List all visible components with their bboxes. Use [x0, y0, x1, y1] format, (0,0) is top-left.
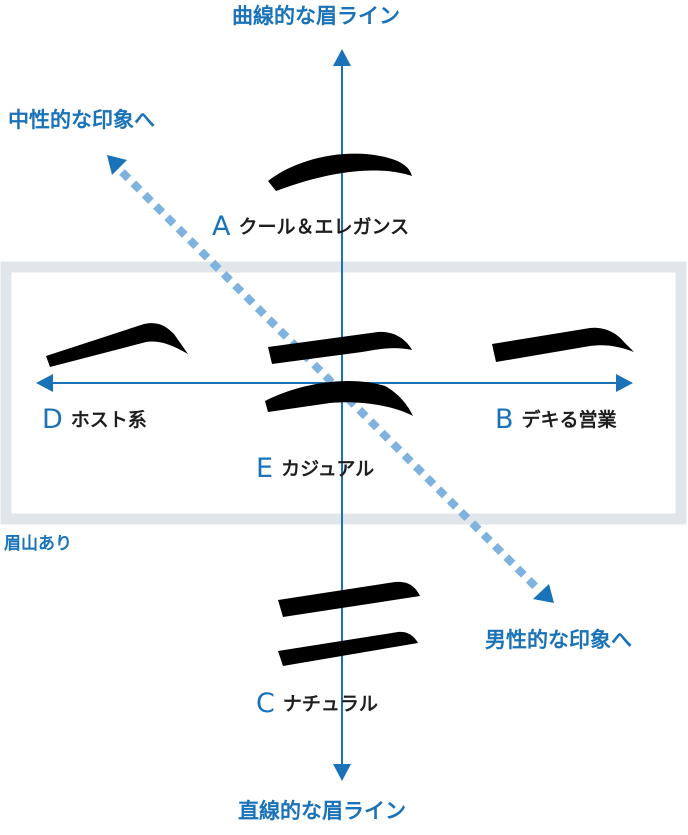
eyebrow-d	[46, 323, 188, 367]
eyebrow-b	[492, 327, 634, 362]
type-b-label: B デキる営業	[495, 406, 617, 433]
type-e-name: カジュアル	[281, 458, 375, 480]
axis-arrow-left-icon	[36, 374, 53, 392]
axis-top-label: 曲線的な眉ライン	[232, 4, 400, 28]
eyebrow-a	[268, 153, 412, 191]
type-c-label: C ナチュラル	[256, 690, 378, 717]
diagonal-start-label: 中性的な印象へ	[8, 108, 155, 132]
type-b-name: デキる営業	[521, 409, 617, 431]
brow-peak-region-box	[0, 261, 687, 525]
eyebrow-e-upper	[268, 331, 412, 364]
type-c-name: ナチュラル	[282, 693, 378, 715]
type-d-letter: D	[42, 404, 63, 435]
region-label: 眉山あり	[4, 534, 72, 554]
axis-arrow-right-icon	[616, 374, 633, 392]
eyebrow-e-lower	[265, 380, 413, 416]
axis-arrow-up-icon	[333, 49, 351, 66]
type-d-label: D ホスト系	[42, 406, 147, 433]
type-e-label: E カジュアル	[256, 455, 374, 482]
diagonal-arrow-start-icon	[107, 155, 127, 175]
type-a-letter: A	[212, 211, 231, 242]
axis-bottom-label: 直線的な眉ライン	[238, 799, 406, 823]
axis-arrow-down-icon	[333, 764, 351, 781]
type-b-letter: B	[495, 404, 514, 435]
type-a-label: A クール＆エレガンス	[212, 213, 409, 240]
type-e-letter: E	[256, 453, 274, 484]
type-a-name: クール＆エレガンス	[238, 216, 410, 238]
diagonal-dotted-arrow	[119, 169, 541, 592]
diagonal-arrow-end-icon	[533, 584, 554, 603]
diagonal-end-label: 男性的な印象へ	[485, 628, 632, 652]
eyebrow-c-upper	[278, 581, 420, 617]
type-c-letter: C	[256, 688, 275, 719]
type-d-name: ホスト系	[70, 409, 147, 431]
eyebrow-c-lower	[278, 631, 418, 666]
